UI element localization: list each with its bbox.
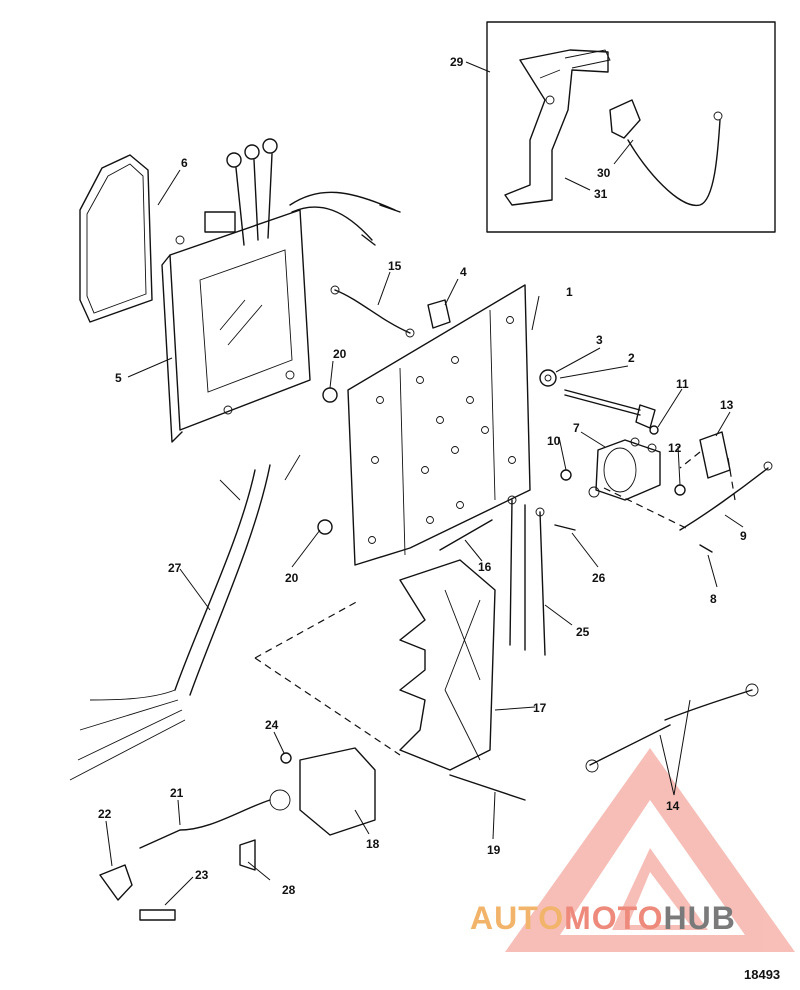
callout-8: 8 (710, 592, 717, 606)
spark-plug-cap (99, 864, 133, 901)
callout-11: 11 (676, 377, 689, 391)
callout-3: 3 (596, 333, 603, 347)
callout-7: 7 (573, 421, 580, 435)
callout-21: 21 (170, 786, 184, 800)
brand-word-part3: HUB (663, 900, 736, 936)
callout-19: 19 (487, 843, 501, 857)
callout-17: 17 (533, 701, 547, 715)
callout-29: 29 (450, 55, 464, 69)
callout-30: 30 (597, 166, 611, 180)
spark-plug (139, 909, 176, 921)
callout-20b: 20 (285, 571, 299, 585)
callout-28: 28 (282, 883, 296, 897)
clip-part (239, 839, 256, 871)
callout-13: 13 (720, 398, 734, 412)
callout-9: 9 (740, 529, 747, 543)
switch-box (161, 138, 401, 443)
spacer-part (427, 299, 451, 329)
brand-word-part2: MOTO (564, 900, 664, 936)
callout-2: 2 (628, 351, 635, 365)
terminal-block (699, 431, 731, 479)
callout-1: 1 (566, 285, 573, 299)
callout-12: 12 (668, 441, 682, 455)
callout-24: 24 (265, 718, 279, 732)
callout-18: 18 (366, 837, 380, 851)
washer-part (539, 369, 557, 387)
callout-27: 27 (168, 561, 182, 575)
reference-number: 18493 (744, 967, 781, 982)
callout-15: 15 (388, 259, 402, 273)
callout-5: 5 (115, 371, 122, 385)
solenoid-part (588, 437, 661, 501)
watermark-brand-text: AUTOMOTOHUB (470, 900, 800, 950)
callout-25: 25 (576, 625, 590, 639)
callout-26: 26 (592, 571, 606, 585)
callout-23: 23 (195, 868, 209, 882)
callout-14: 14 (666, 799, 680, 813)
ignition-coil (139, 747, 376, 849)
wiring-harness (69, 454, 301, 781)
nut-part (322, 387, 338, 403)
callout-6: 6 (181, 156, 188, 170)
watermark-logo (505, 748, 795, 952)
mounting-plate (347, 284, 531, 566)
callout-10: 10 (547, 434, 561, 448)
inset-panel (486, 21, 776, 233)
callout-22: 22 (98, 807, 112, 821)
callout-16: 16 (478, 560, 492, 574)
gasket-part (79, 154, 153, 323)
brand-word-part1: AUTO (470, 900, 565, 936)
callout-4: 4 (460, 265, 467, 279)
callout-20a: 20 (333, 347, 347, 361)
callout-31: 31 (594, 187, 608, 201)
coil-bracket (399, 559, 496, 771)
